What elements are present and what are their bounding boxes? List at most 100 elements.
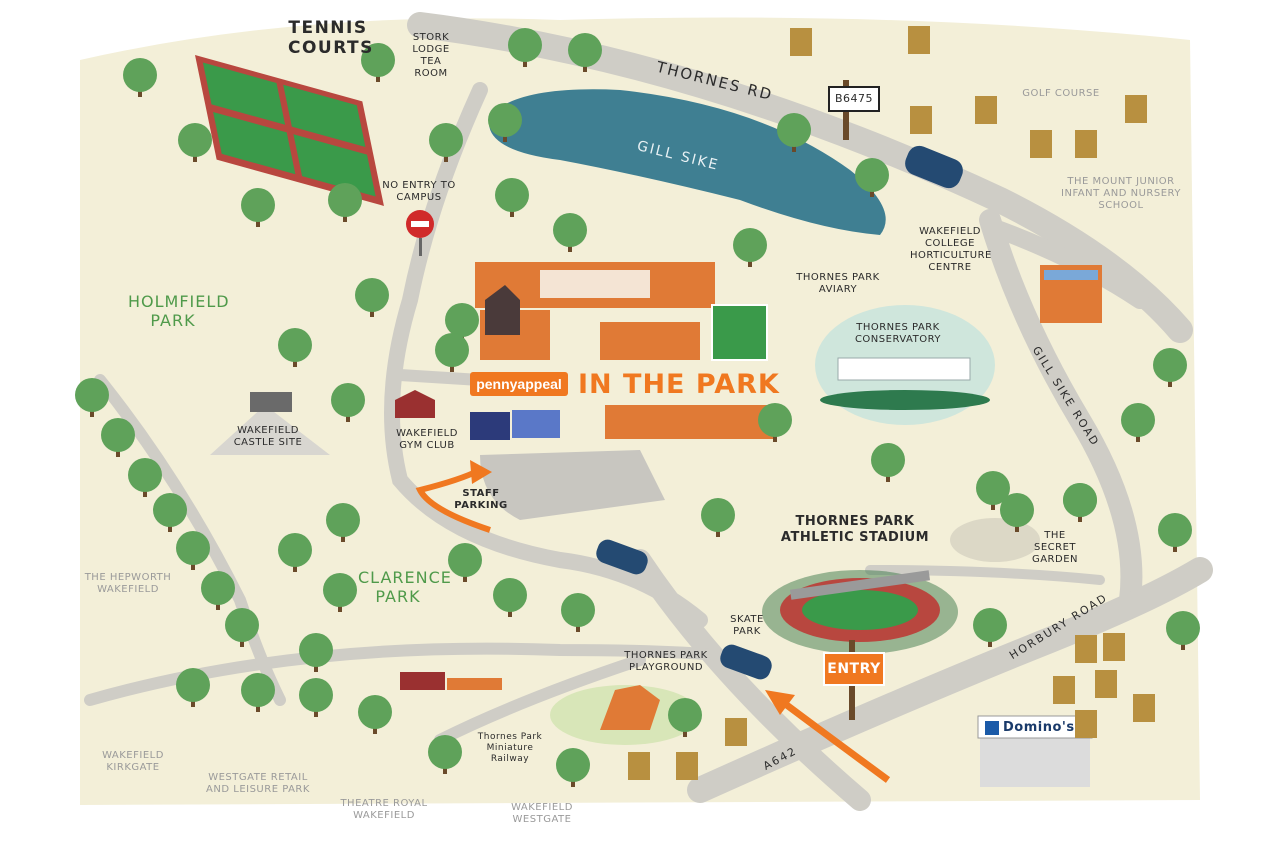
car-a642 — [720, 644, 772, 680]
house — [676, 752, 698, 780]
tree — [553, 213, 587, 247]
hepworth-label: THE HEPWORTH WAKEFIELD — [84, 572, 172, 595]
college-campus — [395, 262, 775, 440]
b6475-sign: B6475 — [828, 86, 880, 112]
house — [628, 752, 650, 780]
tree — [361, 43, 395, 77]
theatre-royal-label: THEATRE ROYAL WAKEFIELD — [340, 798, 428, 821]
tree — [448, 543, 482, 577]
castle-site — [210, 405, 330, 455]
tree — [871, 443, 905, 477]
athletic-stadium — [762, 570, 958, 654]
secret-garden — [950, 518, 1040, 562]
westgate-retail-label: WESTGATE RETAIL AND LEISURE PARK — [206, 772, 310, 795]
skate-park-label: SKATE PARK — [730, 614, 764, 637]
houses — [628, 26, 1155, 780]
roads — [84, 12, 1213, 811]
tree — [101, 418, 135, 452]
trees — [75, 28, 1200, 787]
stork-lodge-label: STORK LODGE TEA ROOM — [412, 32, 450, 79]
dominos-building — [977, 715, 1093, 787]
pennyappeal-logo: pennyappeal — [470, 372, 568, 396]
event-title: pennyappeal IN THE PARK — [470, 369, 780, 400]
tree — [973, 608, 1007, 642]
house — [1075, 130, 1097, 158]
tree — [428, 735, 462, 769]
railway-label: Thornes Park Miniature Railway — [477, 732, 543, 764]
conservatory-label: THORNES PARK CONSERVATORY — [854, 322, 942, 345]
path-sw — [434, 654, 646, 746]
tree — [1158, 513, 1192, 547]
golf-course-label: GOLF COURSE — [1022, 88, 1100, 99]
tree — [176, 668, 210, 702]
staff-car-park — [480, 450, 665, 520]
tree — [495, 178, 529, 212]
staff-parking-label: STAFF PARKING — [454, 488, 508, 511]
tree — [1063, 483, 1097, 517]
red-house — [395, 390, 435, 418]
tree — [556, 748, 590, 782]
thornes-road — [407, 12, 1193, 343]
entry-sign: ENTRY — [823, 652, 885, 686]
house — [790, 28, 812, 56]
tree — [153, 493, 187, 527]
house — [975, 96, 997, 124]
holmfield-park-label: HOLMFIELD PARK — [128, 292, 230, 331]
tree — [201, 571, 235, 605]
path-campus — [394, 369, 486, 386]
tree — [326, 503, 360, 537]
entry-arrow — [777, 697, 891, 783]
kirkgate-label: WAKEFIELD KIRKGATE — [102, 750, 164, 773]
gym-club-label: WAKEFIELD GYM CLUB — [396, 428, 458, 451]
stadium-label: THORNES PARK ATHLETIC STADIUM — [780, 514, 930, 545]
dominos-sign: Domino's — [1003, 720, 1075, 735]
tree — [1000, 493, 1034, 527]
tree — [855, 158, 889, 192]
path-stadium — [865, 565, 1105, 585]
house — [1075, 710, 1097, 738]
tree — [328, 183, 362, 217]
castle-site-label: WAKEFIELD CASTLE SITE — [233, 425, 303, 448]
tree — [1153, 348, 1187, 382]
tree — [128, 458, 162, 492]
aviary-label: THORNES PARK AVIARY — [796, 272, 880, 295]
gill-sike-lake — [488, 89, 886, 236]
tree — [758, 403, 792, 437]
tennis-courts-label: TENNIS COURTS — [288, 18, 374, 59]
tree — [323, 573, 357, 607]
tree — [331, 383, 365, 417]
tree — [568, 33, 602, 67]
no-entry-label: NO ENTRY TO CAMPUS — [382, 180, 456, 203]
tree — [278, 533, 312, 567]
mount-school-label: THE MOUNT JUNIOR INFANT AND NURSERY SCHO… — [1061, 176, 1181, 211]
tree — [976, 471, 1010, 505]
tennis-courts — [194, 55, 384, 206]
campus-tennis-court — [711, 304, 768, 361]
path-ne — [991, 221, 1149, 309]
tree — [561, 593, 595, 627]
tree — [777, 113, 811, 147]
tree — [358, 695, 392, 729]
westgate-label: WAKEFIELD WESTGATE — [511, 802, 573, 825]
house — [1133, 694, 1155, 722]
tree — [123, 58, 157, 92]
tree — [178, 123, 212, 157]
house — [725, 718, 747, 746]
house — [910, 106, 932, 134]
tree — [701, 498, 735, 532]
tree — [1121, 403, 1155, 437]
tree — [176, 531, 210, 565]
tree — [429, 123, 463, 157]
tree — [668, 698, 702, 732]
college-east-block — [600, 322, 700, 360]
house — [1125, 95, 1147, 123]
playground-label: THORNES PARK PLAYGROUND — [624, 650, 708, 673]
college-south-block — [605, 405, 775, 439]
tree — [241, 673, 275, 707]
tree — [733, 228, 767, 262]
miniature-train — [400, 672, 502, 690]
tree — [75, 378, 109, 412]
tree — [241, 188, 275, 222]
